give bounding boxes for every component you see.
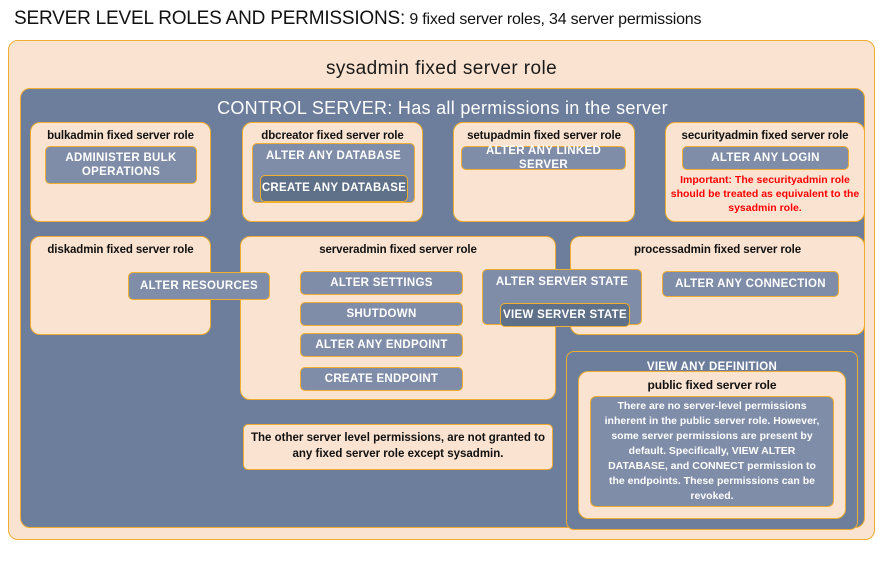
permission-create-any-database: CREATE ANY DATABASE [260, 175, 408, 202]
role-box-diskadmin: diskadmin fixed server role [30, 236, 211, 335]
page-title: SERVER LEVEL ROLES AND PERMISSIONS: 9 fi… [14, 8, 874, 36]
role-title-dbcreator: dbcreator fixed server role [261, 130, 404, 142]
role-title-public: public fixed server role [647, 378, 777, 392]
control-server-label: CONTROL SERVER: Has all permissions in t… [217, 98, 668, 118]
other-permissions-note: The other server level permissions, are … [243, 424, 553, 470]
page-title-subtitle: 9 fixed server roles, 34 server permissi… [405, 11, 702, 28]
role-title-setupadmin: setupadmin fixed server role [467, 130, 621, 142]
role-title-diskadmin: diskadmin fixed server role [47, 244, 194, 256]
page-title-strong: SERVER LEVEL ROLES AND PERMISSIONS: [14, 8, 406, 29]
permission-administer-bulk-operations: ADMINISTER BULK OPERATIONS [45, 146, 197, 184]
securityadmin-warning-note: Important: The securityadmin role should… [670, 174, 860, 214]
role-title-serveradmin: serveradmin fixed server role [319, 244, 477, 256]
sysadmin-role-label: sysadmin fixed server role [325, 58, 558, 79]
permission-alter-resources: ALTER RESOURCES [128, 272, 270, 300]
role-title-processadmin: processadmin fixed server role [633, 244, 802, 256]
permission-alter-any-connection: ALTER ANY CONNECTION [662, 271, 839, 297]
role-title-bulkadmin: bulkadmin fixed server role [47, 130, 194, 142]
role-box-setupadmin: setupadmin fixed server role [453, 122, 635, 222]
permission-shutdown: SHUTDOWN [300, 302, 463, 326]
permission-view-server-state: VIEW SERVER STATE [500, 303, 630, 327]
permission-alter-settings: ALTER SETTINGS [300, 271, 463, 295]
public-role-note: There are no server-level permissions in… [590, 396, 834, 507]
permission-alter-any-linked-server: ALTER ANY LINKED SERVER [461, 145, 626, 171]
role-title-securityadmin: securityadmin fixed server role [681, 130, 849, 142]
permission-alter-any-login: ALTER ANY LOGIN [682, 146, 849, 170]
sql-server-version-label: SQL Server 2017 [41, 557, 137, 571]
role-box-securityadmin: securityadmin fixed server role [665, 122, 865, 222]
permission-view-any-definition: VIEW ANY DEFINITION [646, 361, 778, 373]
permission-alter-any-endpoint: ALTER ANY ENDPOINT [300, 333, 463, 357]
permission-create-endpoint: CREATE ENDPOINT [300, 367, 463, 391]
